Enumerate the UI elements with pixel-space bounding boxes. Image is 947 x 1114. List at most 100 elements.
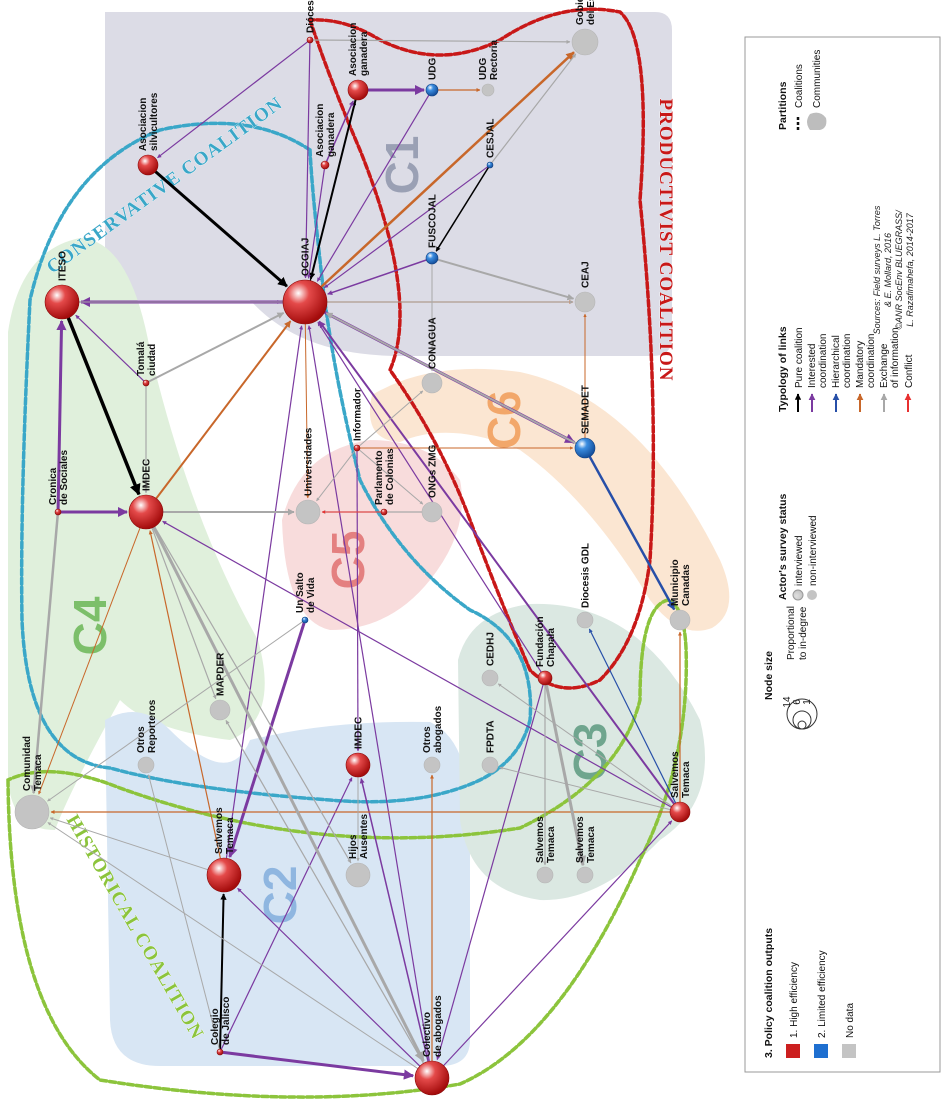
legend-partitions: Partitions Coalitions Communities (777, 50, 827, 130)
node-label-fundacion-1: Fundación (535, 616, 546, 667)
edge-mandatory-imdec1-to-ocgiaj (155, 320, 292, 500)
coalitions-layer (6, 7, 689, 1099)
node-label-asoc-silvicultores-1: Asociacion (138, 98, 149, 151)
legend-size-circle-small (797, 720, 807, 730)
legend-node-size: Node size 14 6 1 Proportional to in-degr… (763, 606, 818, 730)
legend-survey-noninterviewed-marker (807, 590, 817, 600)
node-ceaj: CEAJ (574, 261, 596, 313)
legend-source-line-1: Sources: Field surveys L. Torres (872, 205, 882, 334)
node-label-universidades-1: Universidades (304, 427, 315, 496)
node-label-salvemos-right-2: Temaca (681, 761, 692, 798)
community-c4 (8, 238, 265, 830)
node-label-imdec2-1: IMDEC (354, 717, 365, 749)
legend-node-size-value-14: 14 (782, 696, 793, 708)
legend-survey-title: Actor's survey status (777, 493, 789, 600)
node-label-colegio-2: de Jalisco (221, 997, 232, 1045)
node-fuscojal: FUSCOJAL (425, 194, 439, 265)
edge-interested-diocesis_sll-to-asoc_silvicultores (157, 41, 308, 159)
node-label-parlamento-1: Parlamento (374, 451, 385, 505)
node-informador: Informador (353, 388, 364, 452)
edge-exchange-colectivo-to-comunidad (47, 822, 419, 1070)
legend-node-size-value-1: 1 (802, 699, 813, 705)
community-label-c1: C1 (376, 136, 428, 195)
edge-exchange-imdec1-to-colectivo (152, 526, 425, 1062)
node-label-gobierno-2: del Estado (586, 0, 597, 25)
edge-interested-colectivo-to-ocgiaj (307, 325, 430, 1062)
node-label-parlamento-2: de Colonias (385, 448, 396, 505)
legend-swatch-limited (814, 1044, 828, 1058)
node-marker-otros-rep (137, 756, 155, 774)
legend-link-mandatory-2: coordination (866, 334, 877, 388)
edge-interested-asoc_ganadera_mid-to-ocgiaj (307, 168, 325, 279)
edge-interested-fuscojal-to-ocgiaj (327, 259, 427, 296)
node-marker-semadet (574, 437, 596, 459)
edge-exchange-salvemos_right-to-cedhj (497, 683, 673, 807)
node-label-gobierno-1: Gobierno (575, 0, 586, 25)
edge-exchange-colegio-to-otros_rep (147, 774, 220, 1050)
node-label-comunidad-2: Temaca (33, 754, 44, 791)
edge-exchange-fundacion-to-salvemos_c3b (544, 684, 587, 867)
legend-source-line-4: L. Razafimahefa, 2014-2017 (905, 212, 915, 327)
legend-survey-interviewed: interviewed (794, 535, 805, 586)
node-label-comunidad-1: Comunidad (22, 736, 33, 791)
legend-output-nodata: No data (845, 1003, 856, 1038)
node-marker-imdec1 (128, 494, 164, 530)
edge-interested-tomala-to-iteso (75, 314, 145, 382)
legend-link-exchange-1: Exchange (879, 343, 890, 388)
edge-exchange-cronica-to-comunidad (30, 514, 59, 794)
edge-mandatory-salvemos_c2-to-imdec1 (148, 530, 221, 859)
node-label-hijos-1: Hijos (348, 834, 359, 859)
legend: 3. Policy coalition outputs 1. High effi… (744, 36, 941, 1073)
legend-link-pure: Pure coalition (794, 327, 805, 388)
community-labels: C1 C2 C3 C4 C5 C6 (64, 136, 616, 925)
node-cedhj: CEDHJ (481, 632, 499, 687)
legend-swatch-high (786, 1044, 800, 1058)
legend-link-interested-1: Interested (807, 344, 818, 388)
node-label-municipio-1: Municipio (670, 559, 681, 606)
legend-partition-communities-swatch (807, 112, 827, 130)
node-marker-fundacion (537, 670, 553, 686)
edge-hierarchical-salvemos_right-to-diocesis_gdl (588, 628, 677, 804)
node-marker-udg (425, 83, 439, 97)
legend-survey-interviewed-marker (792, 589, 804, 601)
edge-pure-iteso-to-imdec1 (66, 317, 141, 496)
node-diocesis-sll: Diócesis SLL (306, 0, 317, 44)
node-label-ceaj-1: CEAJ (581, 261, 592, 288)
legend-output-limited: 2. Limited efficiency (817, 950, 828, 1038)
node-label-udg-1: UDG (428, 58, 439, 80)
edge-exchange-imdec1-to-hijos (154, 526, 352, 864)
node-label-asoc-ganadera-mid-2: ganadera (326, 112, 337, 157)
node-marker-fuscojal (425, 251, 439, 265)
node-label-otros-rep-1: Otros (136, 726, 147, 753)
legend-node-size-value-6: 6 (792, 699, 803, 705)
node-ocgiaj: OCGIAJ (282, 238, 328, 325)
node-iteso: ITESO (44, 251, 80, 320)
legend-node-size-title: Node size (763, 651, 775, 700)
edge-exchange-informador-to-universidades (316, 450, 356, 502)
community-label-c5: C5 (322, 531, 374, 590)
node-label-asoc-ganadera-top-1: Asociacion (348, 23, 359, 76)
legend-survey-noninterviewed: non-interviewed (808, 515, 819, 586)
edge-exchange-salvemos_right-to-fpdta (499, 766, 671, 811)
legend-link-hierarchical-2: coordination (842, 334, 853, 388)
node-label-ongs-1: ONGs ZMG (428, 444, 439, 498)
legend-link-conflict: Conflict (904, 354, 915, 388)
node-label-fuscojal-1: FUSCOJAL (428, 194, 439, 248)
node-label-salvemos-c3b-1: Salvemos (575, 816, 586, 863)
node-label-diocesis-sll-1: Diócesis SLL (306, 0, 317, 33)
node-label-otros-rep-2: Reporteros (147, 699, 158, 753)
node-label-semadet-1: SEMADET (581, 385, 592, 434)
node-marker-colegio (216, 1048, 224, 1056)
legend-links-title: Typology of links (777, 326, 789, 412)
node-marker-conagua (421, 372, 443, 394)
edge-interested-cronica-to-iteso (56, 319, 67, 510)
node-label-colegio-1: Colegio (210, 1008, 221, 1045)
edge-exchange-imdec1-to-mapder (151, 527, 217, 700)
